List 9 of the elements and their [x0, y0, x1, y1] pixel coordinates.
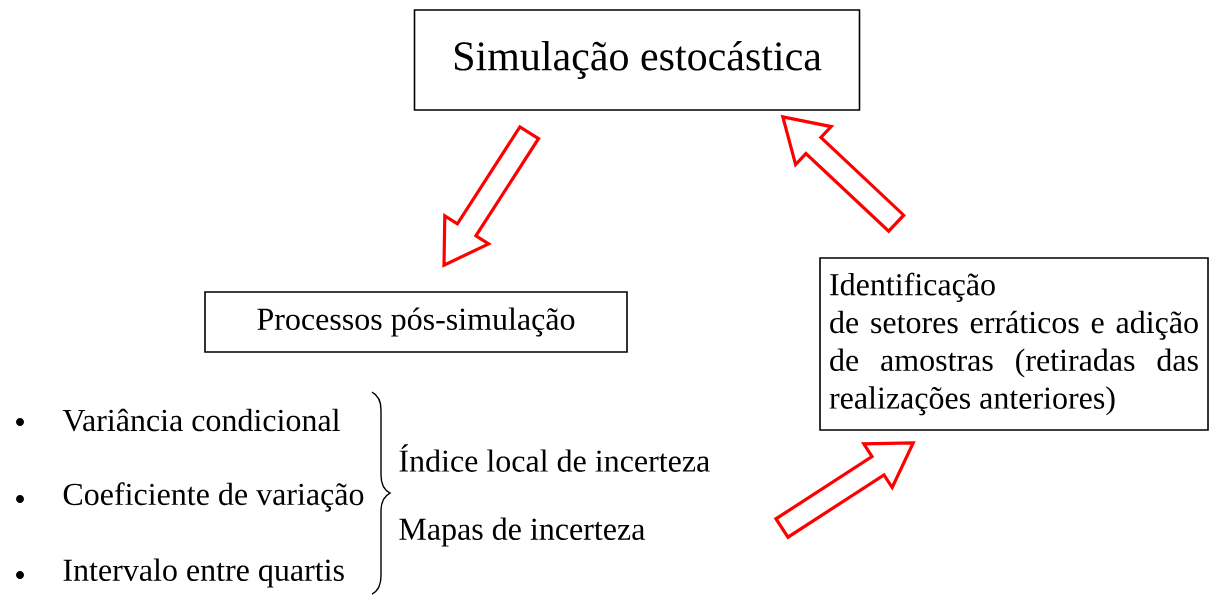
- text-box: Simulação estocástica: [413, 9, 861, 111]
- text-box: Processos pós-simulação: [204, 291, 628, 353]
- list-item: Intervalo entre quartis: [63, 558, 344, 588]
- text-box: Identificação de setores erráticos e adição de amostras (retiradas das realizações anteriores): [819, 257, 1209, 431]
- list-item: Coeficiente de variação: [63, 482, 364, 512]
- label: Índice local de incerteza: [399, 444, 710, 472]
- block-arrow: [442, 124, 541, 268]
- list-item: Variância condicional: [62, 408, 340, 432]
- label: Mapas de incerteza: [399, 517, 645, 547]
